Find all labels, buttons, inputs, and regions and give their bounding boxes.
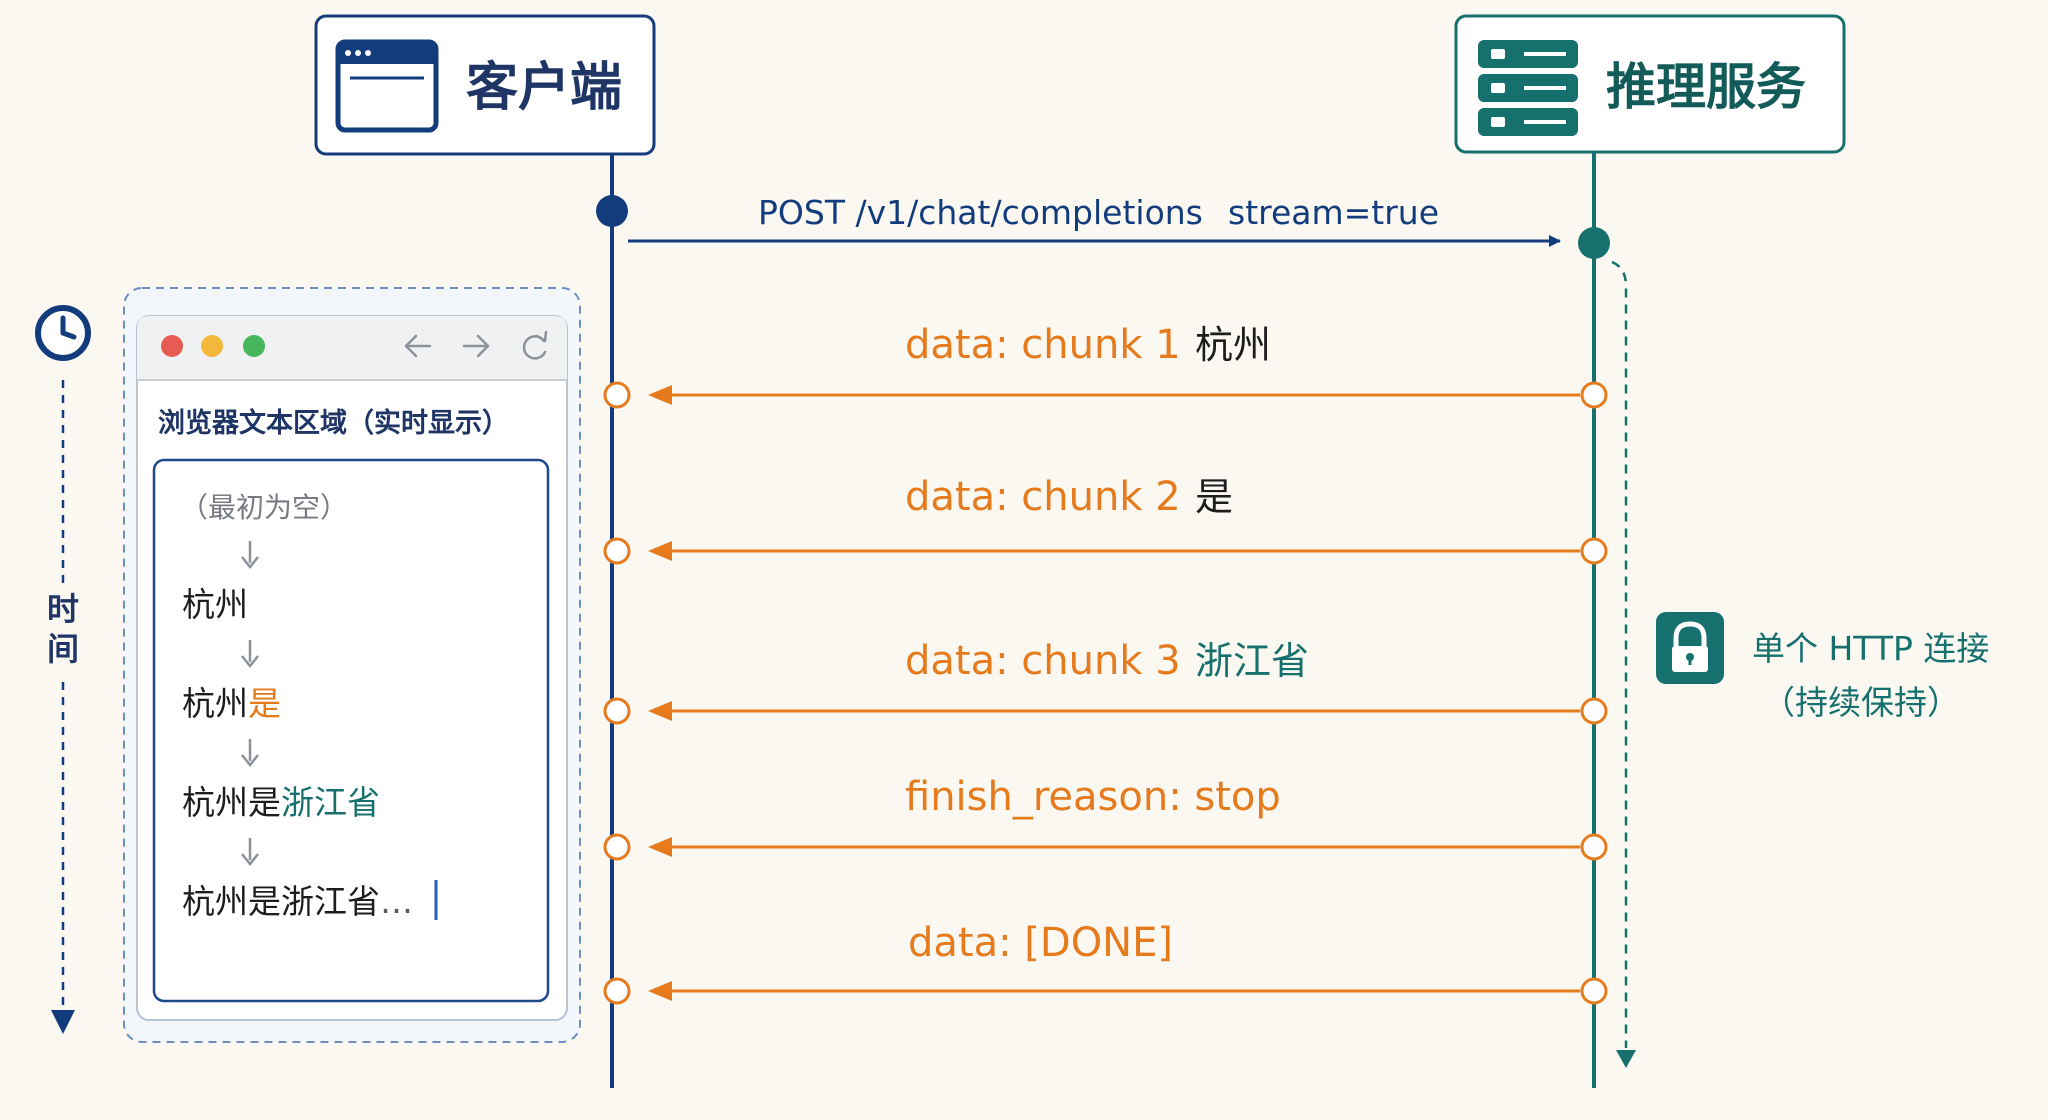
window-maximize-dot[interactable]: [243, 335, 265, 357]
client-request-start-dot: [596, 195, 628, 227]
response-label-text: finish_reason: stop: [905, 774, 1281, 820]
connection-label-2: （持续保持）: [1762, 683, 1960, 722]
browser-text-line: 杭州: [182, 585, 248, 624]
arrow-right-icon[interactable]: [462, 334, 490, 358]
server-stack-icon: [1478, 40, 1578, 136]
response-message: data: chunk 1 杭州: [603, 322, 1608, 409]
client-receive-dot: [603, 977, 631, 1005]
client-receive-dot: [603, 697, 631, 725]
clock-icon: [35, 305, 91, 361]
response-message: data: chunk 2 是: [603, 474, 1608, 565]
browser-text-new: 浙江省: [281, 783, 380, 822]
server-request-end-dot: [1578, 227, 1610, 259]
server-send-dot: [1580, 697, 1608, 725]
browser-text-base: 杭州是: [182, 783, 281, 822]
response-label-text: data: chunk 2: [905, 474, 1181, 520]
response-arrowhead: [648, 981, 672, 1001]
request-param: stream=true: [1228, 193, 1439, 232]
browser-window-icon: [335, 39, 439, 133]
response-label: data: chunk 3 浙江省: [905, 638, 1309, 684]
browser-title: 浏览器文本区域（实时显示）: [158, 407, 509, 439]
connection-bracket: [1611, 260, 1628, 1048]
response-message: finish_reason: stop: [603, 774, 1608, 861]
server-send-dot: [1580, 537, 1608, 565]
response-label-text: data: [DONE]: [908, 920, 1173, 966]
browser-text-line: 杭州是: [182, 684, 281, 723]
request-label: POST /v1/chat/completions stream=true: [758, 193, 1439, 232]
response-token: 杭州: [1195, 323, 1271, 367]
browser-text-line: 杭州是浙江省: [182, 783, 380, 822]
lock-icon: [1656, 612, 1724, 684]
response-label-text: data: chunk 1: [905, 322, 1181, 368]
time-axis-label-2: 间: [47, 630, 79, 668]
down-arrow-icon: [241, 838, 259, 867]
browser-initial-text: （最初为空）: [180, 491, 348, 524]
client-receive-dot: [603, 537, 631, 565]
browser-text-new: 是: [248, 684, 281, 723]
browser-text-line: 杭州是浙江省…: [182, 882, 413, 921]
response-arrowhead: [648, 385, 672, 405]
browser-text-area: [152, 458, 550, 1003]
response-message: data: chunk 3 浙江省: [603, 638, 1608, 725]
browser-text-base: 杭州是浙江省: [182, 882, 380, 921]
client-label: 客户端: [466, 58, 622, 118]
response-label-text: data: chunk 3: [905, 638, 1181, 684]
connection-bracket-arrowhead: [1616, 1050, 1636, 1068]
window-close-dot[interactable]: [161, 335, 183, 357]
down-arrow-icon: [241, 541, 259, 570]
response-arrowhead: [648, 541, 672, 561]
response-token: 浙江省: [1195, 639, 1309, 683]
browser-text-ellipsis: …: [380, 882, 413, 921]
client-header: 客户端: [314, 14, 656, 156]
server-header: 推理服务: [1454, 14, 1846, 154]
browser-panel: 浏览器文本区域（实时显示） （最初为空） 杭州杭州是杭州是浙江省杭州是浙江省…: [123, 287, 581, 1043]
down-arrow-icon: [241, 640, 259, 669]
browser-toolbar: [137, 316, 567, 380]
browser-text-base: 杭州: [182, 684, 248, 723]
reload-icon[interactable]: [522, 330, 548, 360]
response-label: data: chunk 1 杭州: [905, 322, 1271, 368]
server-send-dot: [1580, 381, 1608, 409]
server-send-dot: [1580, 977, 1608, 1005]
browser-lines: 杭州杭州是杭州是浙江省杭州是浙江省…: [182, 541, 413, 921]
connection-label-1: 单个 HTTP 连接: [1752, 629, 1989, 668]
response-label: data: [DONE]: [908, 920, 1173, 966]
response-token: 是: [1195, 475, 1233, 519]
time-axis-arrowhead: [51, 1010, 75, 1034]
response-arrowhead: [648, 837, 672, 857]
connection-note: 单个 HTTP 连接 （持续保持）: [1656, 612, 1989, 722]
arrow-left-icon[interactable]: [404, 334, 432, 358]
response-label: data: chunk 2 是: [905, 474, 1233, 520]
client-receive-dot: [603, 833, 631, 861]
down-arrow-icon: [241, 739, 259, 768]
response-arrowhead: [648, 701, 672, 721]
window-minimize-dot[interactable]: [201, 335, 223, 357]
response-message: data: [DONE]: [603, 920, 1608, 1005]
time-axis: 时 间: [35, 305, 91, 1034]
client-receive-dot: [603, 381, 631, 409]
server-send-dot: [1580, 833, 1608, 861]
browser-text-base: 杭州: [182, 585, 248, 624]
server-label: 推理服务: [1606, 58, 1806, 116]
time-axis-label-1: 时: [47, 590, 79, 628]
request-method-path: POST /v1/chat/completions: [758, 193, 1203, 232]
response-label: finish_reason: stop: [905, 774, 1281, 820]
